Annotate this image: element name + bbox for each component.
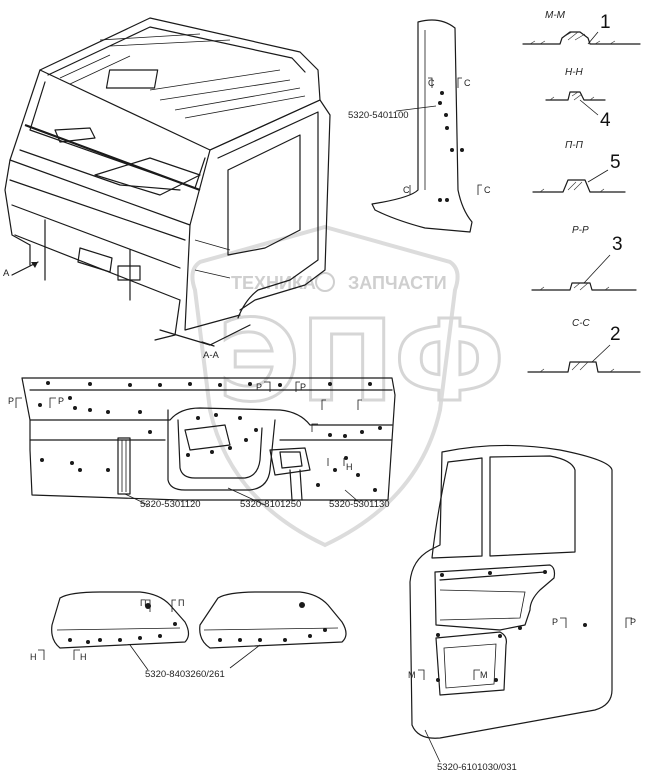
- section-mark-pp-1: П: [140, 598, 146, 608]
- floor-panel: Р Р Р Р Н 5320-5301120 5320-8101250 5320…: [8, 377, 396, 510]
- part-number-floor-left: 5320-5301120: [140, 499, 201, 510]
- section-mark-p-4: Р: [300, 382, 306, 392]
- watermark-big-text: ЭПФ: [218, 297, 505, 427]
- part-number-door-pillar: 5320-5401100: [348, 110, 409, 121]
- part-number-door: 5320-6101030/031: [437, 762, 517, 773]
- watermark-right-text: ЗАПЧАСТИ: [348, 273, 447, 293]
- section-mark-c: С: [428, 78, 435, 88]
- watermark-left-text: ТЕХНИКА: [231, 273, 316, 293]
- side-panels: П П Н Н 5320-8403260/261: [30, 591, 347, 680]
- section-mark-pp-2: П: [178, 598, 184, 608]
- section-mark-m-2: М: [480, 670, 488, 680]
- bolt-holes: [38, 381, 382, 492]
- section-title-nn: Н-Н: [565, 67, 584, 78]
- part-number-floor-right: 5320-5301130: [329, 499, 390, 510]
- callout-5: 5: [610, 152, 621, 173]
- section-mark-n-3: Н: [80, 652, 87, 662]
- section-mark-c-3: С: [403, 185, 410, 195]
- part-number-tunnel: 5320-8101250: [240, 499, 301, 510]
- section-title-mm: М-М: [545, 10, 566, 21]
- section-mark-p-3: Р: [256, 382, 262, 392]
- view-a-label: A: [3, 268, 10, 279]
- section-mark-m-1: М: [408, 670, 416, 680]
- section-mark-p-5: Р: [552, 617, 558, 627]
- callout-2: 2: [610, 324, 621, 345]
- section-title-cc: С-С: [572, 318, 591, 329]
- section-mark-c-4: С: [484, 185, 491, 195]
- gear-watermark-icon: [315, 272, 335, 292]
- shield-watermark-icon: [190, 224, 460, 548]
- door-panel: Р Р М М 5320-6101030/031: [408, 444, 636, 773]
- section-details: М-М 1 Н-Н 4 П-П 5 Р-Р 3 С-С 2: [522, 10, 641, 373]
- section-mark-p-1: Р: [8, 396, 14, 406]
- section-mark-p-6: Р: [630, 617, 636, 627]
- callout-4: 4: [600, 110, 611, 131]
- section-mark-c-2: С: [464, 78, 471, 88]
- cab-isometric-view: A A-A: [3, 17, 331, 361]
- section-title-rr: Р-Р: [572, 225, 589, 236]
- door-pillar-panel: С С С С 5320-5401100: [348, 19, 491, 233]
- callout-3: 3: [612, 234, 623, 255]
- view-aa-label: A-A: [203, 350, 220, 361]
- section-title-pp: П-П: [565, 140, 584, 151]
- section-mark-n-1: Н: [346, 462, 353, 472]
- callout-1: 1: [600, 12, 611, 33]
- section-mark-n-2: Н: [30, 652, 37, 662]
- section-mark-p-2: Р: [58, 396, 64, 406]
- part-number-side-panels: 5320-8403260/261: [145, 669, 225, 680]
- watermark: ТЕХНИКА ЗАПЧАСТИ ЭПФ: [190, 224, 507, 548]
